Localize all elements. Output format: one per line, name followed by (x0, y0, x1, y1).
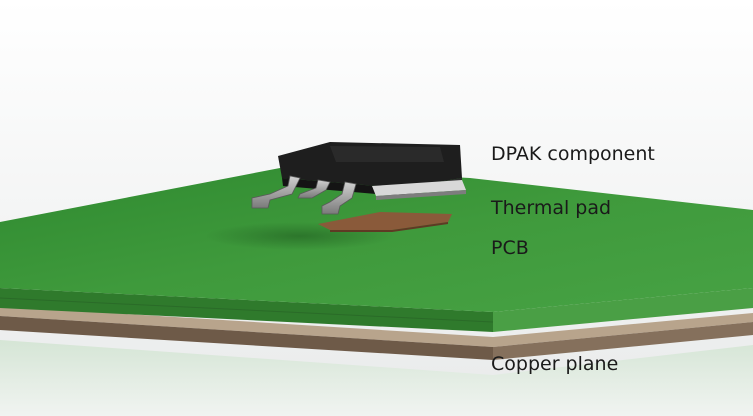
thermal-pad-edge (330, 222, 448, 232)
label-pcb: PCB (491, 237, 529, 259)
dpak-body-front (282, 178, 400, 196)
copper-plane-front (0, 316, 493, 360)
label-thermal-pad: Thermal pad (491, 197, 612, 219)
pcb-edge-line (0, 297, 494, 323)
label-dpak-component: DPAK component (491, 143, 655, 165)
dpak-metal-tab (372, 180, 466, 196)
dpak-lead-right (321, 181, 357, 215)
board-reflection (0, 340, 753, 416)
dpak-body-texture (330, 146, 444, 162)
copper-plane-top (0, 306, 753, 347)
copper-plane-side (493, 322, 753, 360)
dpak-lead-left (251, 175, 301, 209)
thermal-pad (318, 212, 452, 230)
label-copper-plane: Copper plane (491, 353, 619, 375)
dpak-lead-middle (297, 179, 331, 199)
dpak-metal-tab-edge (376, 190, 466, 200)
pcb-side-face (493, 288, 753, 332)
